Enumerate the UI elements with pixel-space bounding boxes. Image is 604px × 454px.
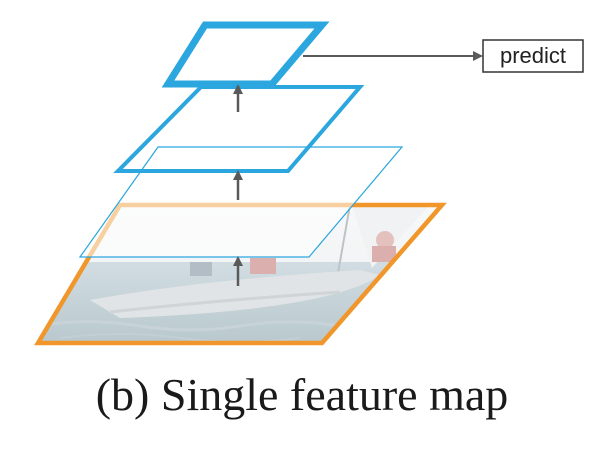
feature-pyramid-diagram: predict: [34, 21, 584, 346]
feature-map-thin: [78, 146, 404, 258]
feature-map-medium: [113, 85, 365, 173]
figure-caption: (b) Single feature map: [95, 369, 509, 420]
predict-label: predict: [500, 43, 566, 68]
feature-map-top: [161, 21, 330, 88]
predict-box: predict: [482, 39, 584, 73]
